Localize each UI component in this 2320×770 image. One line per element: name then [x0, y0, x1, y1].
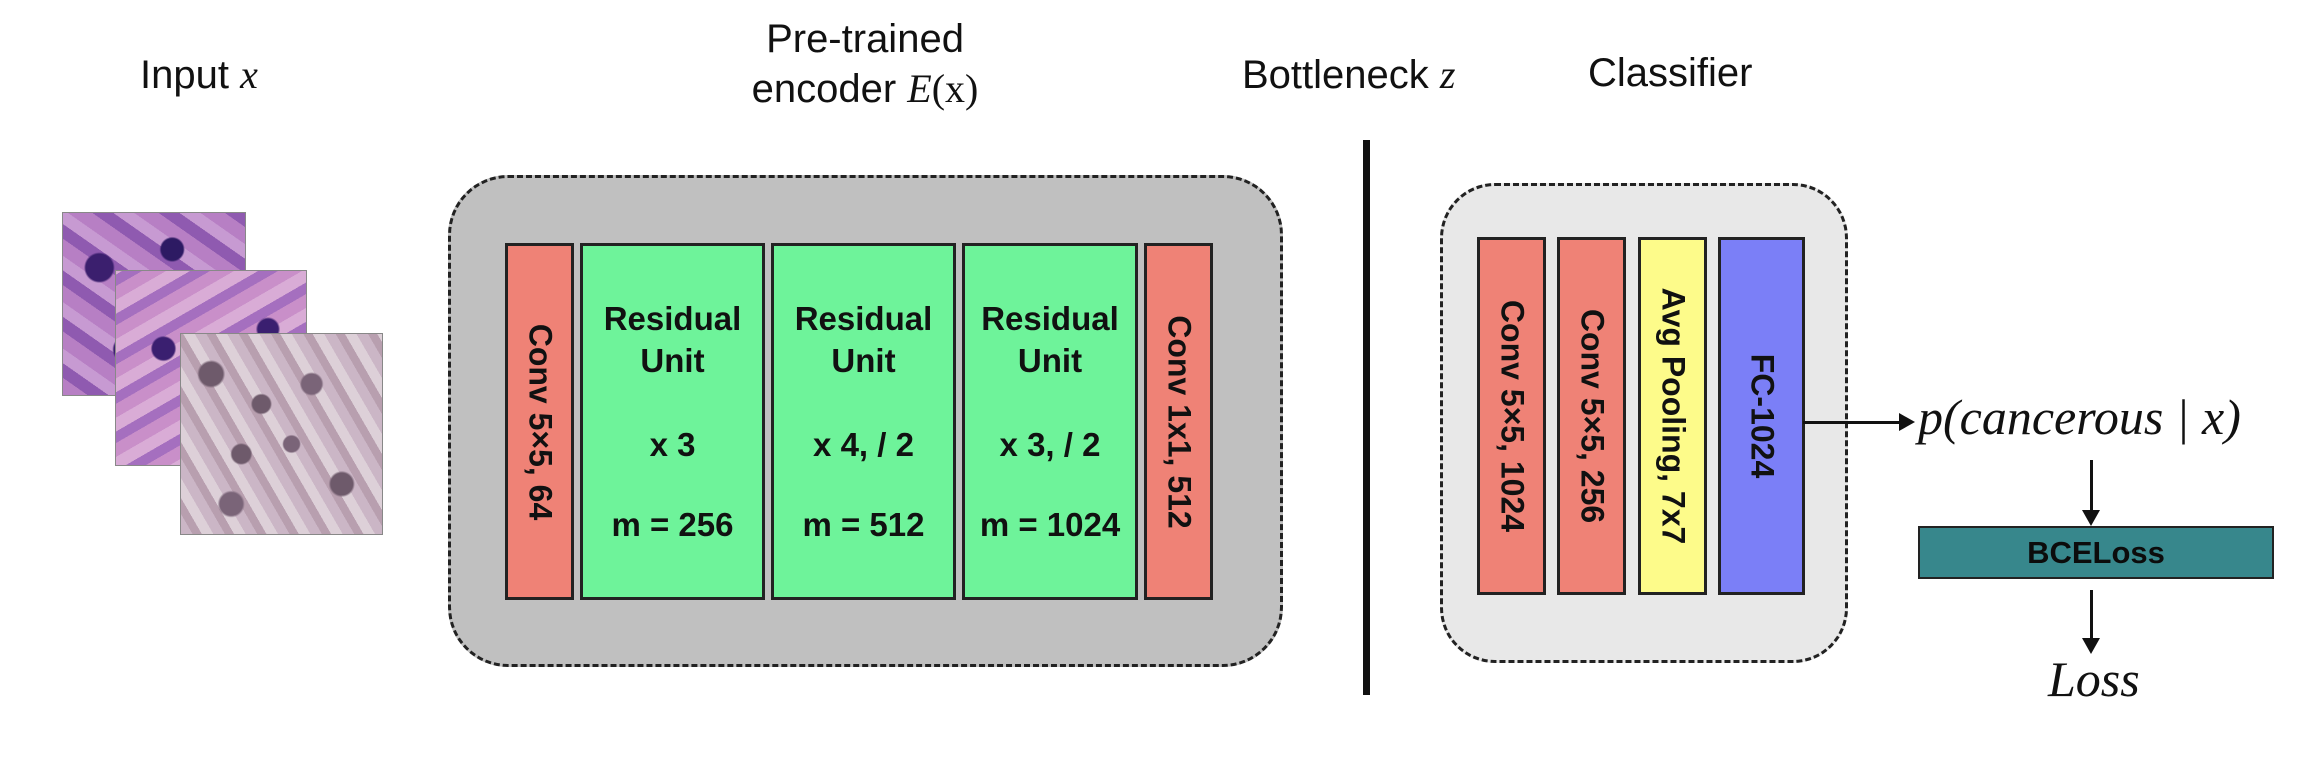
- encoder-conv-in-label: Conv 5×5, 64: [522, 323, 558, 520]
- fc-label: FC-1024: [1744, 353, 1780, 479]
- residual-unit-2-channels: m = 512: [802, 506, 925, 544]
- classifier-conv2-label: Conv 5×5, 256: [1574, 308, 1610, 524]
- residual-unit-1-title: Residual Unit: [603, 300, 742, 380]
- probability-to-loss-arrow: [2082, 460, 2100, 526]
- residual-unit-2-title: Residual Unit: [794, 300, 933, 380]
- residual-unit-3-title: Residual Unit: [981, 300, 1119, 380]
- bottleneck-heading-label: Bottleneck: [1242, 53, 1429, 97]
- classifier-conv1-block: Conv 5×5, 1024: [1477, 237, 1546, 595]
- encoder-conv-in-block: Conv 5×5, 64: [505, 243, 574, 600]
- avg-pooling-label: Avg Pooling, 7x7: [1655, 287, 1691, 545]
- encoder-heading: Pre-trained encoder E(x): [720, 14, 1010, 114]
- loss-label: Loss: [2048, 651, 2140, 707]
- encoder-conv-out-label: Conv 1x1, 512: [1161, 314, 1197, 529]
- encoder-heading-line1: Pre-trained: [766, 17, 964, 61]
- classifier-heading: Classifier: [1588, 51, 1753, 95]
- bceloss-box: BCELoss: [1918, 526, 2274, 579]
- encoder-heading-line2: encoder E(x): [720, 64, 1010, 114]
- encoder-heading-label: encoder: [751, 67, 897, 111]
- residual-unit-3: Residual Unit x 3, / 2 m = 1024: [962, 243, 1138, 600]
- residual-unit-1-repeat: x 3: [649, 426, 696, 464]
- fc-to-output-arrow: [1803, 413, 1915, 431]
- bceloss-to-loss-arrow: [2082, 590, 2100, 654]
- encoder-variable: E: [907, 66, 932, 111]
- residual-unit-1-channels: m = 256: [611, 506, 734, 544]
- residual-unit-1: Residual Unit x 3 m = 256: [580, 243, 765, 600]
- classifier-conv2-block: Conv 5×5, 256: [1557, 237, 1626, 595]
- bottleneck-variable: z: [1439, 52, 1456, 97]
- bottleneck-heading: Bottleneck z: [1242, 50, 1455, 100]
- avg-pooling-block: Avg Pooling, 7x7: [1638, 237, 1707, 595]
- input-image-3: [180, 333, 383, 535]
- residual-unit-2-repeat: x 4, / 2: [813, 426, 914, 464]
- classifier-conv1-label: Conv 5×5, 1024: [1494, 299, 1530, 533]
- residual-unit-2: Residual Unit x 4, / 2 m = 512: [771, 243, 956, 600]
- bottleneck-divider: [1363, 140, 1370, 695]
- residual-unit-3-channels: m = 1024: [979, 506, 1121, 544]
- encoder-argument: (x): [931, 66, 979, 111]
- encoder-conv-out-block: Conv 1x1, 512: [1144, 243, 1213, 600]
- residual-unit-3-repeat: x 3, / 2: [999, 426, 1101, 464]
- fc-block: FC-1024: [1718, 237, 1805, 595]
- output-probability: p(cancerous | x): [1918, 389, 2241, 445]
- input-heading-label: Input: [140, 53, 229, 97]
- input-heading: Input x: [140, 50, 258, 100]
- input-variable: x: [240, 52, 258, 97]
